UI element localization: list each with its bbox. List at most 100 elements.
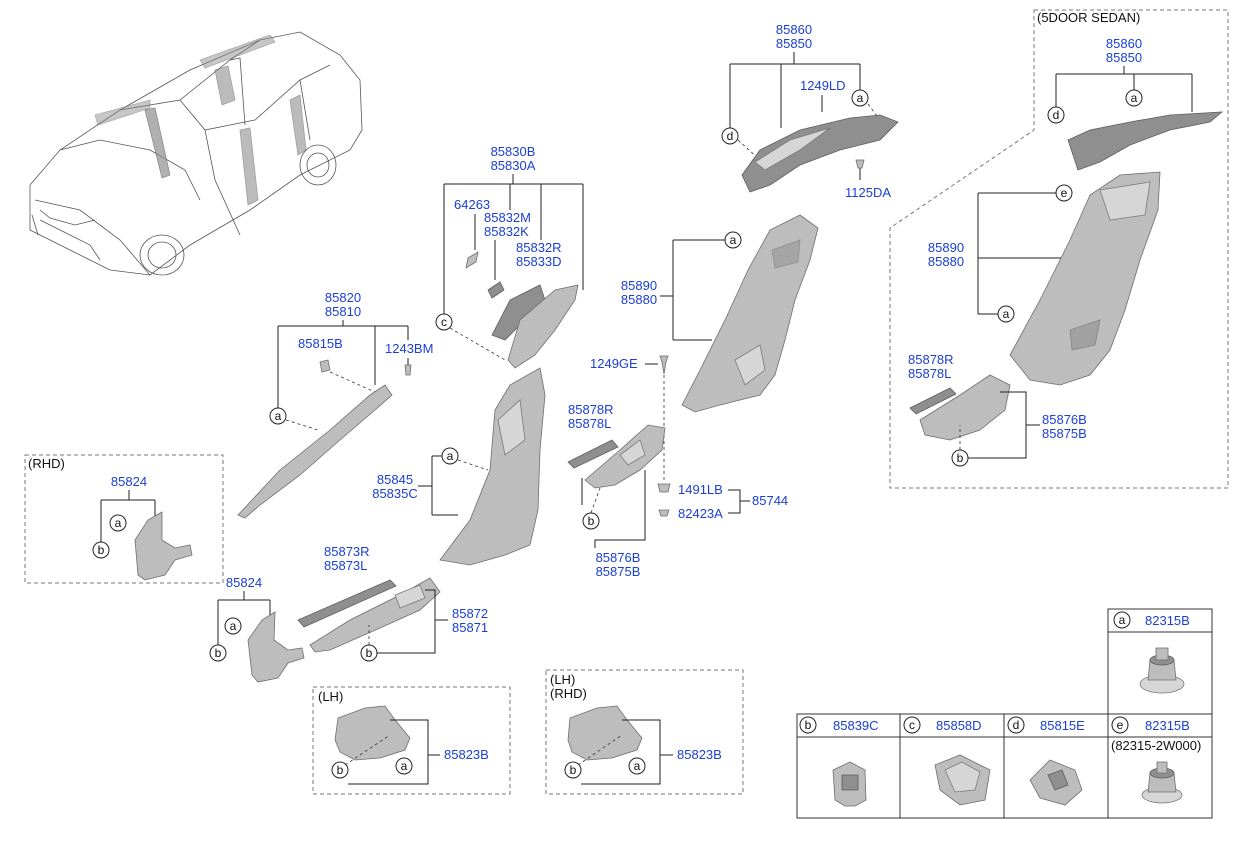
part-85832K: 85832K <box>484 224 529 239</box>
part-85860-sedan: 85860 <box>1106 36 1142 51</box>
part-85850-sedan: 85850 <box>1106 50 1142 65</box>
svg-text:b: b <box>337 763 344 777</box>
part-85878R: 85878R <box>568 402 614 417</box>
svg-text:d: d <box>727 129 734 143</box>
part-85832M: 85832M <box>484 210 531 225</box>
svg-text:a: a <box>401 759 408 773</box>
part-85878L-sedan: 85878L <box>908 366 951 381</box>
group-85878: 85878R 85878L b 85876B 85875B <box>567 402 666 579</box>
callout-c <box>435 313 453 331</box>
table-part-b: 85839C <box>833 718 879 733</box>
part-85833D: 85833D <box>516 254 562 269</box>
group-85744: 1491LB 82423A 85744 <box>657 482 788 521</box>
callout-a-rhd <box>109 514 127 532</box>
table-callout-c <box>903 716 921 734</box>
part-85875B: 85875B <box>596 564 641 579</box>
part-85873R: 85873R <box>324 544 370 559</box>
svg-text:e: e <box>1117 718 1124 732</box>
group-85820: 85820 85810 85815B 1243BM a <box>237 290 433 519</box>
part-85871: 85871 <box>452 620 488 635</box>
table-part-a: 82315B <box>1145 613 1190 628</box>
part-64263: 64263 <box>454 197 490 212</box>
clip-82315B-a-drawing <box>1139 647 1185 694</box>
part-1249LD: 1249LD <box>800 78 846 93</box>
callout-d-sedan <box>1047 106 1065 124</box>
part-85878L: 85878L <box>568 416 611 431</box>
sedan-box: (5DOOR SEDAN) 85860 85850 a d e 85890 85… <box>889 9 1229 489</box>
part-85876B-sedan: 85876B <box>1042 412 1087 427</box>
table-callout-d <box>1007 716 1025 734</box>
table-callout-b <box>799 716 817 734</box>
svg-text:a: a <box>275 409 282 423</box>
part-85860: 85860 <box>776 22 812 37</box>
table-part-d: 85815E <box>1040 718 1085 733</box>
part-85830B: 85830B <box>491 144 536 159</box>
part-85815B: 85815B <box>298 336 343 351</box>
lh-title-2: (LH) <box>550 672 575 687</box>
table-part-e: 82315B <box>1145 718 1190 733</box>
table-callout-a <box>1113 611 1131 629</box>
part-85820: 85820 <box>325 290 361 305</box>
part-85873L: 85873L <box>324 558 367 573</box>
svg-text:d: d <box>1013 718 1020 732</box>
part-85876B: 85876B <box>596 550 641 565</box>
part-85880: 85880 <box>621 292 657 307</box>
callout-b-lh <box>331 761 349 779</box>
svg-text:a: a <box>447 449 454 463</box>
callout-b-lhrhd <box>564 761 582 779</box>
callout-a-lh <box>395 757 413 775</box>
svg-text:c: c <box>909 718 915 732</box>
svg-text:a: a <box>634 759 641 773</box>
part-85850: 85850 <box>776 36 812 51</box>
lh-rhd-box: (LH) (RHD) b a 85823B <box>545 669 744 795</box>
callout-a-lhrhd <box>628 757 646 775</box>
clip-82315B-e-drawing <box>1141 761 1183 804</box>
part-1243BM: 1243BM <box>385 341 433 356</box>
svg-text:e: e <box>1061 186 1068 200</box>
callout-d <box>721 127 739 145</box>
part-85744: 85744 <box>752 493 788 508</box>
part-85875B-sedan: 85875B <box>1042 426 1087 441</box>
part-85824: 85824 <box>226 575 262 590</box>
rhd-box: (RHD) 85824 a b <box>24 454 224 584</box>
part-85823B-lhrhd: 85823B <box>677 747 722 762</box>
sedan-title: (5DOOR SEDAN) <box>1037 10 1140 25</box>
part-82423A: 82423A <box>678 506 723 521</box>
table-part-c: 85858D <box>936 718 982 733</box>
svg-text:a: a <box>1119 613 1126 627</box>
callout-b-rhd <box>92 541 110 559</box>
fastener-table: a 82315B b 85839C c 85858D d 85815E e 82… <box>796 608 1213 819</box>
part-85880-sedan: 85880 <box>928 254 964 269</box>
svg-text:b: b <box>98 543 105 557</box>
part-85832R: 85832R <box>516 240 562 255</box>
lh-box: (LH) b a 85823B <box>312 686 511 795</box>
part-85835C: 85835C <box>372 486 418 501</box>
part-1491LB: 1491LB <box>678 482 723 497</box>
part-85890-sedan: 85890 <box>928 240 964 255</box>
callout-a-85820 <box>269 407 287 425</box>
group-85873: 85873R 85873L b 85872 85871 <box>297 544 488 662</box>
svg-text:a: a <box>730 233 737 247</box>
group-85830: 85830B 85830A 64263 85832M 85832K 85832R… <box>435 144 584 369</box>
svg-text:a: a <box>1003 307 1010 321</box>
svg-text:d: d <box>1053 108 1060 122</box>
table-part-e-sub: (82315-2W000) <box>1111 738 1201 753</box>
lh-title: (LH) <box>318 689 343 704</box>
clip-85839C-drawing <box>832 761 867 807</box>
svg-text:b: b <box>805 718 812 732</box>
svg-text:b: b <box>570 763 577 777</box>
callout-a-sedan-2 <box>997 305 1015 323</box>
callout-a-85824 <box>224 617 242 635</box>
svg-text:b: b <box>215 646 222 660</box>
svg-text:a: a <box>857 91 864 105</box>
callout-a-sedan <box>1125 89 1143 107</box>
clip-85815E-drawing <box>1029 759 1083 806</box>
svg-text:b: b <box>588 514 595 528</box>
part-85824-rhd: 85824 <box>111 474 147 489</box>
callout-b-85824 <box>209 644 227 662</box>
part-85810: 85810 <box>325 304 361 319</box>
svg-text:c: c <box>441 315 447 329</box>
svg-text:a: a <box>1131 91 1138 105</box>
callout-a <box>851 89 869 107</box>
